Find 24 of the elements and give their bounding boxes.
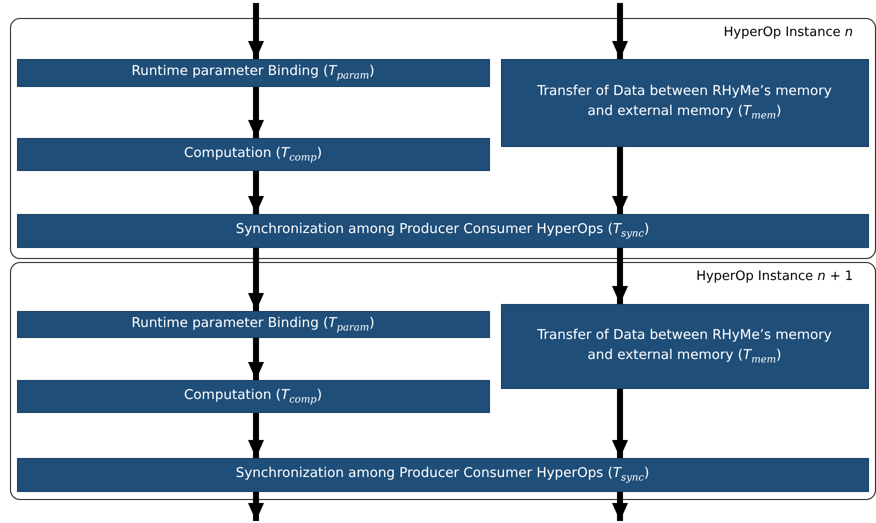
process-box: Transfer of Data between RHyMe’s memory and external memory (T$_{mem}$) <box>500 304 868 388</box>
arrow <box>248 87 264 138</box>
process-box: Computation (T$_{comp}$) <box>16 380 490 412</box>
arrow <box>248 338 264 380</box>
arrow <box>248 413 264 458</box>
process-box: Computation (T$_{comp}$) <box>16 138 490 170</box>
arrow <box>612 492 628 521</box>
arrow <box>248 3 264 59</box>
process-box: Transfer of Data between RHyMe’s memory and external memory (T$_{mem}$) <box>500 58 868 146</box>
instance-frame <box>10 262 876 500</box>
arrow <box>612 3 628 59</box>
arrow <box>612 147 628 214</box>
instance-title: HyperOp Instance n <box>724 25 853 40</box>
arrow <box>248 171 264 214</box>
process-box: Runtime parameter Binding (T$_{param}$) <box>16 310 490 338</box>
process-box: Synchronization among Producer Consumer HyperOps (T$_{sync}$) <box>16 214 868 248</box>
process-box: Runtime parameter Binding (T$_{param}$) <box>16 58 490 86</box>
arrow <box>248 492 264 521</box>
instance-title: HyperOp Instance n + 1 <box>696 269 853 284</box>
arrow <box>612 389 628 458</box>
arrow <box>612 248 628 304</box>
arrow <box>248 248 264 311</box>
instance-frame <box>10 18 876 259</box>
process-box: Synchronization among Producer Consumer HyperOps (T$_{sync}$) <box>16 458 868 492</box>
